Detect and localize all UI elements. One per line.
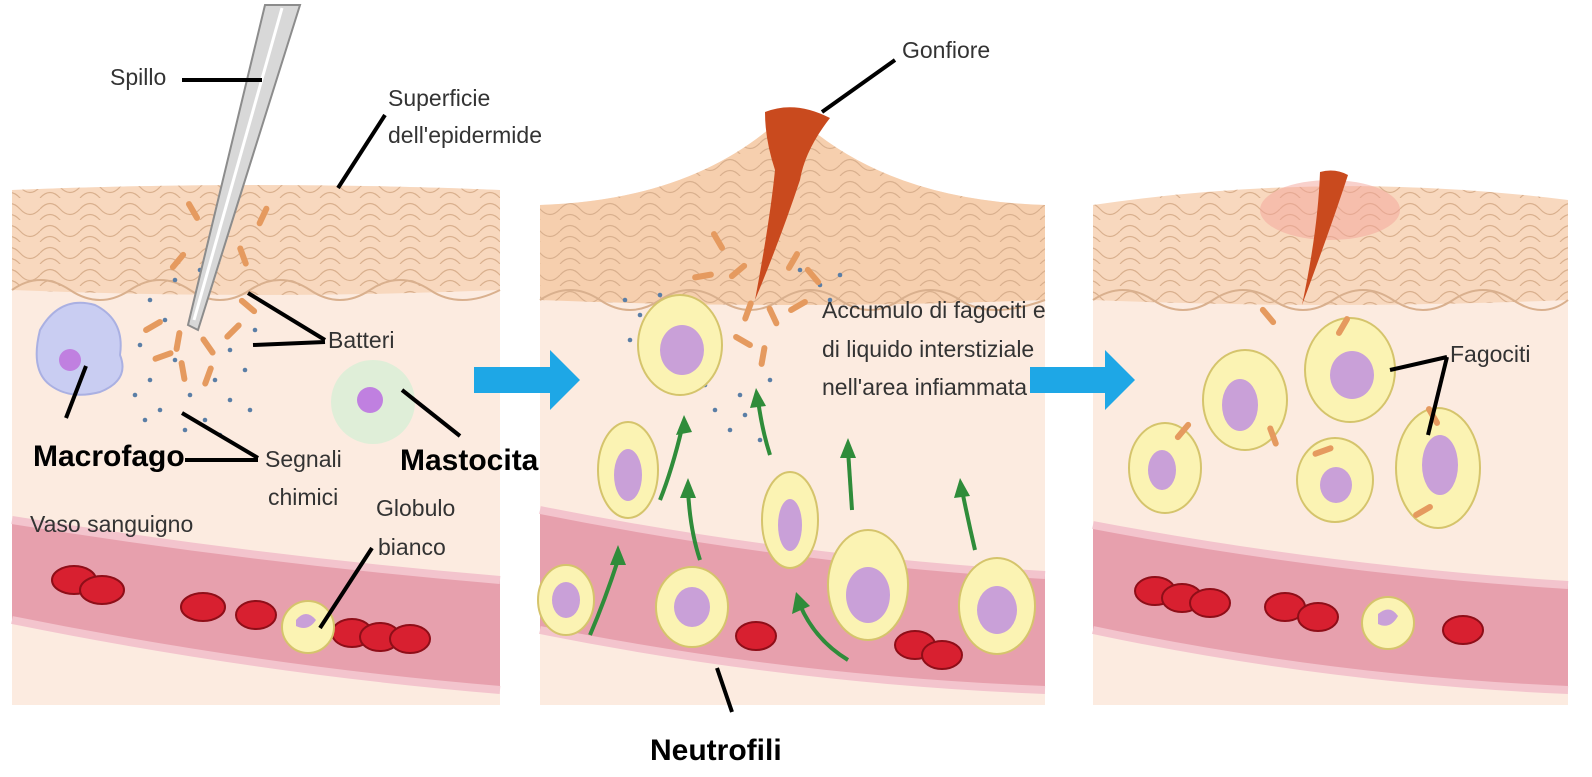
- macrophage-nucleus: [59, 349, 81, 371]
- label-globulo-line-2: bianco: [378, 534, 446, 560]
- label-fagociti: Fagociti: [1450, 341, 1531, 367]
- label-spillo: Spillo: [110, 64, 166, 90]
- label-globulo-line-1: Globulo: [376, 495, 455, 521]
- label-batteri: Batteri: [328, 327, 394, 353]
- label-accumulo-line-3: nell'area infiammata: [822, 374, 1027, 400]
- label-superficie-line-1: Superficie: [388, 85, 490, 111]
- label-macrofago: Macrofago: [33, 440, 185, 473]
- label-gonfiore: Gonfiore: [902, 37, 990, 63]
- label-superficie-line-2: dell'epidermide: [388, 122, 542, 148]
- label-segnali-line-2: chimici: [268, 484, 338, 510]
- label-segnali-line-1: Segnali: [265, 446, 342, 472]
- label-mastocita: Mastocita: [400, 444, 539, 477]
- label-neutrofili: Neutrofili: [650, 734, 782, 767]
- label-accumulo-line-2: di liquido interstiziale: [822, 336, 1034, 362]
- label-accumulo-line-1: Accumulo di fagociti e: [822, 297, 1046, 323]
- panel-3: [1093, 171, 1568, 705]
- label-vaso-sanguigno: Vaso sanguigno: [30, 511, 193, 537]
- panel-2: [538, 107, 1045, 705]
- mast-cell-nucleus: [357, 387, 383, 413]
